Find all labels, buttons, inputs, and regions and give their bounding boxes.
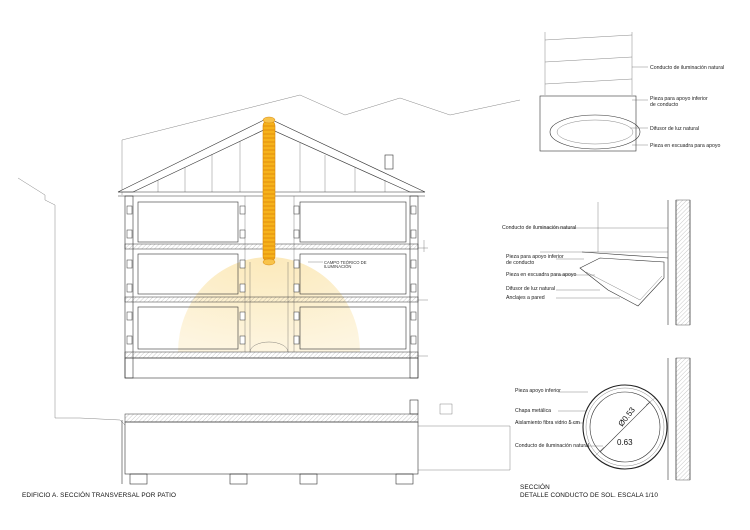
rooms-left bbox=[137, 201, 239, 350]
detail-bottom: Pieza apoyo inferior Chapa metálica Aisl… bbox=[515, 357, 691, 481]
main-section-caption: EDIFICIO A. SECCIÓN TRANSVERSAL POR PATI… bbox=[22, 490, 176, 499]
building-section: CAMPO TEÓRICO DE ILUMINACIÓN EDIFICIO A.… bbox=[17, 94, 521, 499]
label-top-bracket: Pieza en escuadra para apoyo bbox=[650, 143, 720, 149]
adjacent-building-left bbox=[17, 177, 126, 426]
annotation-light-field-2: ILUMINACIÓN bbox=[324, 264, 351, 269]
duct-outer-circle bbox=[582, 384, 668, 470]
rooms-right bbox=[299, 201, 407, 350]
label-top-diffuser: Difusor de luz natural bbox=[650, 126, 699, 132]
label-top-support-2: de conducto bbox=[650, 102, 678, 108]
dimension-outer-diameter: 0.63 bbox=[617, 438, 633, 447]
detail-top: Conducto de iluminación natural Pieza pa… bbox=[539, 32, 724, 152]
label-mid-bracket: Pieza en escuadra para apoyo bbox=[506, 272, 576, 278]
label-bottom-sheet: Chapa metálica bbox=[515, 408, 551, 414]
label-top-conduct: Conducto de iluminación natural bbox=[650, 65, 724, 71]
detail-middle: Conducto de iluminación natural Pieza pa… bbox=[502, 199, 691, 326]
label-mid-support-1: Pieza para apoyo inferior bbox=[506, 254, 564, 260]
basement bbox=[121, 357, 419, 485]
light-field bbox=[178, 257, 360, 352]
detail-caption-line1: SECCIÓN bbox=[520, 482, 550, 491]
label-bottom-support: Pieza apoyo inferior bbox=[515, 388, 561, 394]
label-top-support-1: Pieza para apoyo inferior bbox=[650, 96, 708, 102]
light-conduct bbox=[262, 116, 276, 266]
detail-caption-line2: DETALLE CONDUCTO DE SOL. ESCALA 1/10 bbox=[520, 492, 658, 499]
annotation-light-field-1: CAMPO TEÓRICO DE bbox=[324, 260, 367, 265]
label-bottom-insulation: Aislamiento fibra vidrio 5 cm bbox=[515, 420, 580, 426]
label-mid-support-2: de conducto bbox=[506, 260, 534, 266]
courtyard-void bbox=[244, 196, 295, 353]
window-markers bbox=[126, 205, 417, 345]
duct-insulation-circle bbox=[585, 387, 665, 467]
label-mid-diffuser: Difusor de luz natural bbox=[506, 286, 555, 292]
duct-inner-circle bbox=[589, 391, 661, 463]
label-mid-conduct: Conducto de iluminación natural bbox=[502, 225, 576, 231]
label-mid-anchors: Anclajes a pared bbox=[506, 295, 545, 301]
background-roofline bbox=[121, 94, 521, 141]
label-bottom-conduct: Conducto de iluminación natural bbox=[515, 443, 589, 449]
diffuser-ellipse bbox=[549, 114, 641, 150]
